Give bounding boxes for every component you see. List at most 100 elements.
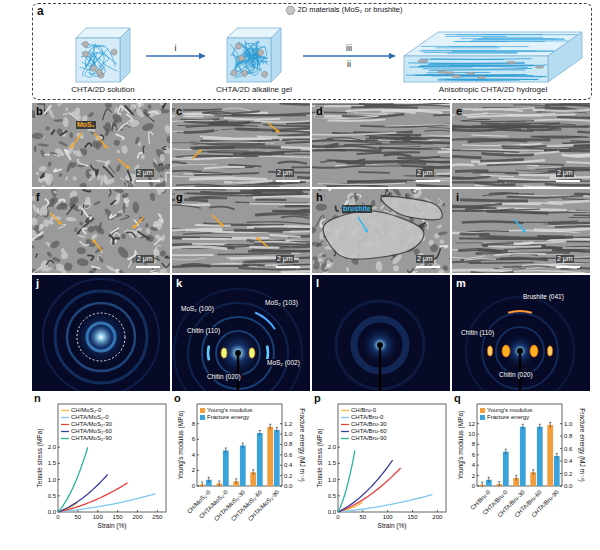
sem-ridge (120, 105, 129, 113)
sem-ridge (103, 109, 112, 120)
sem-lamella (459, 237, 549, 240)
sem-lamella (537, 235, 565, 238)
legend-line-sample (341, 424, 349, 425)
sem-grain (159, 154, 165, 162)
sem-lamella (465, 208, 497, 210)
axis-tick (412, 510, 413, 512)
pointer-arrowhead (92, 239, 96, 243)
sem-lamella (351, 106, 418, 109)
axis-tick (197, 439, 199, 440)
sem-lamella (562, 247, 590, 249)
tick-label: 1.0 (564, 420, 572, 427)
value-bar (240, 445, 246, 486)
sem-flake (381, 196, 442, 219)
sem-grain (147, 104, 152, 109)
plot-frame (197, 404, 282, 486)
legend-swatch (480, 408, 485, 413)
aligned-chain (450, 65, 547, 67)
axis-tick (338, 463, 340, 464)
tick-label: 10 (468, 431, 475, 438)
sem-ridge (110, 214, 117, 218)
sem-lamella (452, 177, 475, 178)
sem-ridge (155, 246, 161, 255)
sem-grain (58, 172, 63, 177)
sem-grain (44, 173, 54, 187)
sem-grain (77, 149, 81, 155)
sem-lamella (498, 178, 558, 180)
sem-ridge (83, 190, 91, 192)
sem-lamella (181, 264, 211, 266)
sem-ridge (66, 176, 68, 180)
sem-lamella (172, 193, 233, 195)
sem-lamella (207, 151, 299, 153)
sem-lamella (275, 258, 310, 260)
sem-lamella (452, 209, 540, 211)
sem-grain (156, 177, 164, 183)
sem-lamella (471, 160, 545, 162)
sem-lamella (189, 178, 267, 179)
sem-ridge (50, 153, 57, 155)
sem-grain (354, 193, 358, 199)
sem-grain (66, 161, 74, 173)
scale-bar (556, 180, 580, 182)
sem-grain (104, 103, 113, 110)
sem-micrograph: bMoS₂2 μm (32, 103, 170, 187)
sem-ridge (340, 205, 346, 209)
tick-label: 0.5 (328, 492, 336, 499)
error-bar (516, 475, 517, 480)
sem-lamella (320, 161, 348, 163)
aligned-chain (453, 41, 508, 42)
panel-letter: n (34, 392, 41, 405)
sem-ridge (149, 256, 160, 260)
error-bar (556, 454, 557, 459)
sem-grain (146, 228, 151, 234)
sem-lamella (224, 118, 280, 119)
panel-letter: p (314, 392, 321, 405)
sem-grain (49, 239, 61, 250)
error-cap (201, 481, 203, 482)
schematic-stage: CHTA/2D solution (63, 26, 143, 96)
tick-label: 0 (336, 514, 339, 521)
axis-tick (280, 423, 282, 424)
diffraction-ring (466, 297, 574, 391)
sem-lamella (186, 125, 244, 127)
sem-lamella (462, 120, 535, 122)
sem-lamella (172, 247, 227, 249)
sem-ridge (159, 164, 163, 166)
pointer-arrowhead (256, 237, 260, 241)
sem-grain (134, 107, 145, 119)
value-bar (267, 427, 273, 486)
scale-bar-label: 2 μm (276, 169, 294, 177)
stage-caption: Anisotropic CHTA/2D hydrogel (439, 85, 547, 94)
error-cap (505, 449, 507, 450)
nanosheet (111, 49, 117, 55)
axis-tick (477, 465, 479, 466)
sem-lamella (184, 131, 214, 133)
sem-ground (452, 103, 590, 187)
pointer-arrowhead (276, 129, 280, 133)
sem-lamella (482, 243, 514, 244)
sem-lamella (487, 164, 564, 165)
sem-micrograph: d2 μm (312, 103, 450, 187)
sem-grain (165, 135, 170, 144)
axis-tick (280, 454, 282, 455)
sem-ridge (329, 189, 332, 191)
sem-grain (35, 171, 40, 176)
sem-lamella (257, 136, 310, 137)
pointer-arrow (71, 133, 82, 147)
sem-lamella (312, 133, 397, 135)
scale-bar (136, 180, 160, 182)
nanosheet (238, 55, 244, 61)
axis-tick (197, 454, 199, 455)
sem-lamella (223, 108, 251, 111)
axis-tick (280, 434, 282, 435)
sem-grain (72, 149, 84, 158)
beam-glow (71, 307, 131, 367)
axis-title: Fracture energy (MJ m⁻³) (578, 408, 585, 482)
sem-lamella (577, 132, 590, 133)
error-cap (242, 442, 244, 443)
sem-lamella (272, 211, 310, 213)
sem-lamella (253, 189, 310, 191)
error-bar (499, 482, 500, 487)
sem-ground (32, 103, 170, 187)
